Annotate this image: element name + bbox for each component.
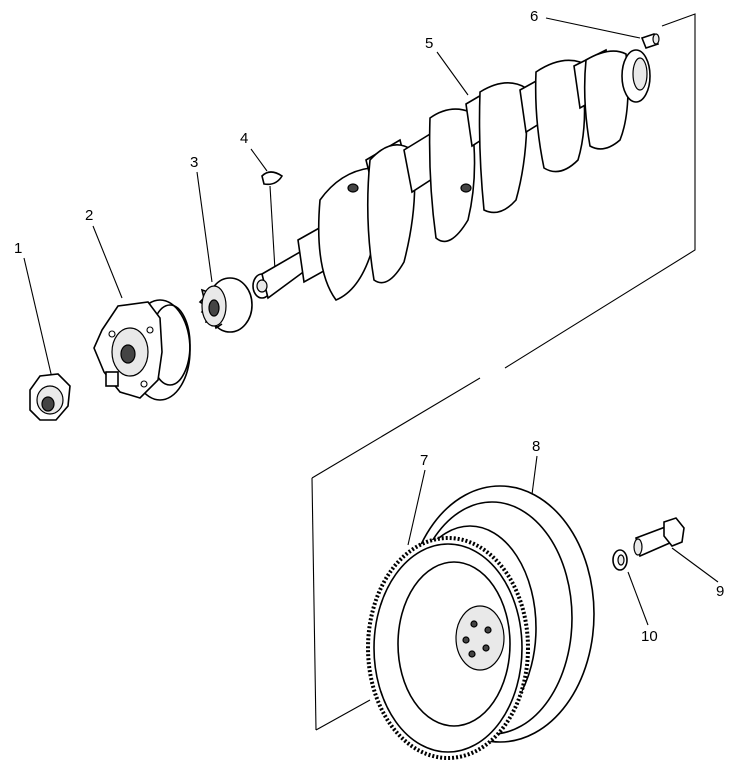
leader-pin (545, 17, 641, 39)
label-pin: 6 (530, 8, 538, 25)
crank-web-6 (583, 50, 629, 150)
leader-lines (23, 17, 719, 626)
ring-gear-teeth (366, 536, 530, 760)
crank-nose-face (256, 279, 268, 293)
pin-end (652, 33, 660, 45)
label-timing-gear: 3 (190, 154, 198, 171)
label-washer: 10 (641, 628, 658, 645)
leader-key (250, 148, 268, 172)
label-crankshaft: 5 (425, 35, 433, 52)
ring-gear-inner (373, 543, 523, 753)
leader-ring-gear (407, 469, 426, 546)
crank-web-4 (478, 82, 528, 214)
label-flywheel: 8 (532, 438, 540, 455)
timing-gear (198, 277, 253, 333)
crank-web-2 (366, 144, 416, 284)
pulley-bolt-hole-2 (146, 326, 154, 334)
guide-line-upper (504, 13, 696, 369)
pulley-bore (120, 344, 136, 364)
guide-line-bottom (315, 699, 371, 731)
hub-bolt-hole-4 (468, 650, 476, 658)
washer (612, 549, 628, 571)
pulley-bolt-hole-3 (140, 380, 148, 388)
leader-washer (627, 571, 649, 626)
label-ring-gear: 7 (420, 452, 428, 469)
flywheel-hub (455, 605, 505, 671)
leader-timing-gear (196, 171, 213, 283)
crank-web-5 (534, 59, 586, 173)
crank-web-3 (428, 108, 476, 243)
woodruff-key (261, 171, 284, 186)
label-bolt: 9 (716, 583, 724, 600)
crank-oil-hole-2 (460, 183, 472, 193)
leader-crankshaft (436, 51, 469, 96)
guide-line-mid (311, 377, 481, 479)
assembly-guide-lines (269, 13, 696, 731)
pulley-bolt-hole-1 (108, 330, 116, 338)
key-shape (261, 171, 284, 186)
leader-pulley (92, 225, 123, 299)
crank-web-1 (317, 167, 377, 301)
ring-gear (366, 536, 530, 760)
hub-bolt-hole-1 (470, 620, 478, 628)
crank-rear-face (632, 57, 648, 91)
bolt (633, 517, 685, 558)
label-key: 4 (240, 130, 248, 147)
crank-pulley (93, 299, 191, 401)
crank-nose (261, 250, 307, 300)
guide-line-left (311, 477, 317, 731)
leader-nut (23, 257, 53, 379)
guide-key-drop (269, 185, 276, 271)
hub-bolt-hole-2 (484, 626, 492, 634)
bolt-head (663, 517, 685, 547)
label-nut: 1 (14, 240, 22, 257)
label-pulley: 2 (85, 207, 93, 224)
nut (29, 373, 71, 421)
nut-thread-hole (41, 396, 55, 412)
gear-bore (208, 299, 220, 317)
pulley-pin (105, 371, 119, 387)
hub-bolt-hole-3 (482, 644, 490, 652)
dowel-pin (640, 33, 660, 49)
flywheel-face (397, 561, 511, 727)
leader-bolt (671, 547, 719, 583)
washer-hole (617, 554, 625, 566)
hub-bolt-hole-5 (462, 636, 470, 644)
bolt-tip (633, 538, 643, 556)
crank-oil-hole-1 (347, 183, 359, 193)
crankshaft (252, 48, 651, 301)
